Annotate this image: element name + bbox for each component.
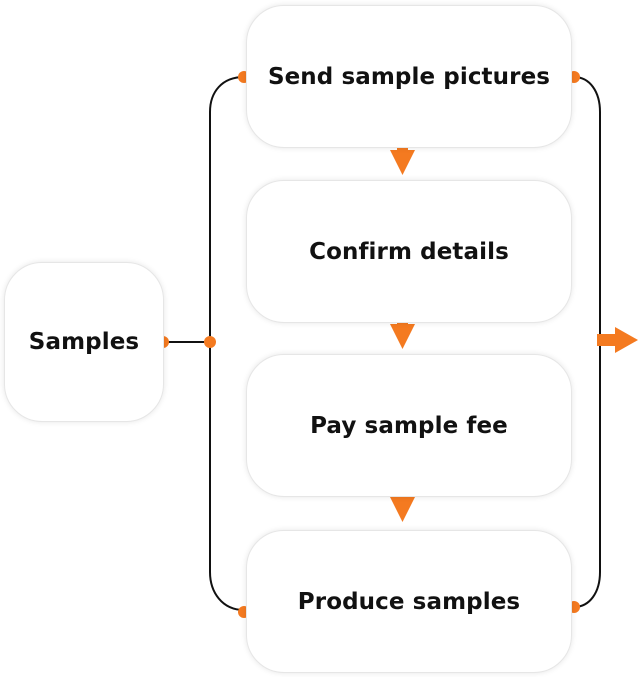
send-sample-pictures-label: Send sample pictures (267, 63, 551, 90)
right-arrow-icon (597, 327, 638, 353)
produce-samples-node: Produce samples (246, 530, 572, 673)
send-sample-pictures-node: Send sample pictures (246, 5, 572, 148)
produce-samples-label: Produce samples (297, 588, 521, 615)
bracket-junction-dot (204, 336, 216, 348)
confirm-details-node: Confirm details (246, 180, 572, 323)
samples-node: Samples (4, 262, 164, 422)
confirm-details-label: Confirm details (309, 238, 509, 265)
samples-label: Samples (28, 329, 140, 355)
right-bracket-line (573, 76, 601, 608)
pay-sample-fee-node: Pay sample fee (246, 354, 572, 497)
pay-sample-fee-label: Pay sample fee (310, 412, 508, 439)
